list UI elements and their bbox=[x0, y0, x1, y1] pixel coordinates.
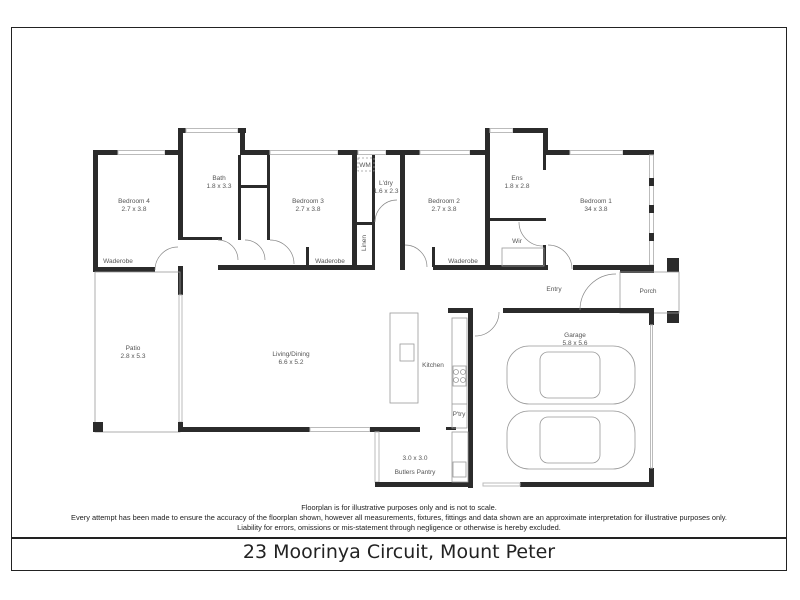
room-name-bedroom1: Bedroom 1 bbox=[580, 198, 612, 205]
room-size-bedroom4: 2.7 x 3.8 bbox=[122, 206, 147, 213]
page-frame bbox=[11, 27, 787, 571]
room-size-butlers: 3.0 x 3.0 bbox=[403, 455, 428, 462]
label-wir: Wir bbox=[512, 238, 523, 245]
room-name-bedroom3: Bedroom 3 bbox=[292, 198, 324, 205]
room-size-bedroom3: 2.7 x 3.8 bbox=[296, 206, 321, 213]
room-name-bedroom4: Bedroom 4 bbox=[118, 198, 150, 205]
label-waderobe-bed4: Waderobe bbox=[103, 258, 133, 265]
room-name-garage: Garage bbox=[564, 332, 586, 339]
label-entry: Entry bbox=[546, 286, 562, 293]
room-size-living: 6.6 x 5.2 bbox=[279, 359, 304, 366]
doors bbox=[154, 199, 617, 337]
room-size-ensuite: 1.8 x 2.8 bbox=[505, 183, 530, 190]
label-porch: Porch bbox=[640, 288, 657, 295]
disclaimer-line-3: Liability for errors, omissions or mis-s… bbox=[237, 523, 561, 532]
room-name-butlers: Butlers Pantry bbox=[395, 469, 437, 476]
walls bbox=[93, 128, 680, 488]
label-kitchen: Kitchen bbox=[422, 362, 444, 369]
label-pantry: P'try bbox=[453, 411, 467, 418]
room-size-bedroom1: 34 x 3.8 bbox=[584, 206, 608, 213]
room-name-bath: Bath bbox=[212, 175, 226, 182]
disclaimer-line-1: Floorplan is for illustrative purposes o… bbox=[301, 503, 497, 512]
room-size-laundry: 1.6 x 2.3 bbox=[374, 188, 399, 195]
label-waderobe-bed3: Waderobe bbox=[315, 258, 345, 265]
room-size-bedroom2: 2.7 x 3.8 bbox=[432, 206, 457, 213]
room-labels: Bedroom 4 2.7 x 3.8 Bath 1.8 x 3.3 Bedro… bbox=[103, 162, 657, 476]
room-name-patio: Patio bbox=[126, 345, 141, 352]
disclaimer: Floorplan is for illustrative purposes o… bbox=[11, 503, 787, 533]
label-waderobe-bed2: Waderobe bbox=[448, 258, 478, 265]
garage-cars bbox=[506, 345, 636, 470]
label-linen: Linen bbox=[361, 235, 368, 251]
room-name-ensuite: Ens bbox=[511, 175, 523, 182]
room-name-living: Living/Dining bbox=[272, 351, 310, 358]
label-wm: WM bbox=[359, 162, 371, 169]
room-name-bedroom2: Bedroom 2 bbox=[428, 198, 460, 205]
property-address-title: 23 Moorinya Circuit, Mount Peter bbox=[242, 541, 556, 563]
room-size-bath: 1.8 x 3.3 bbox=[207, 183, 232, 190]
divider bbox=[11, 537, 787, 539]
room-name-laundry: L'dry bbox=[379, 180, 394, 187]
disclaimer-line-2: Every attempt has been made to ensure th… bbox=[71, 513, 727, 522]
room-size-patio: 2.8 x 5.3 bbox=[121, 353, 146, 360]
room-size-garage: 5.8 x 5.6 bbox=[563, 340, 588, 347]
